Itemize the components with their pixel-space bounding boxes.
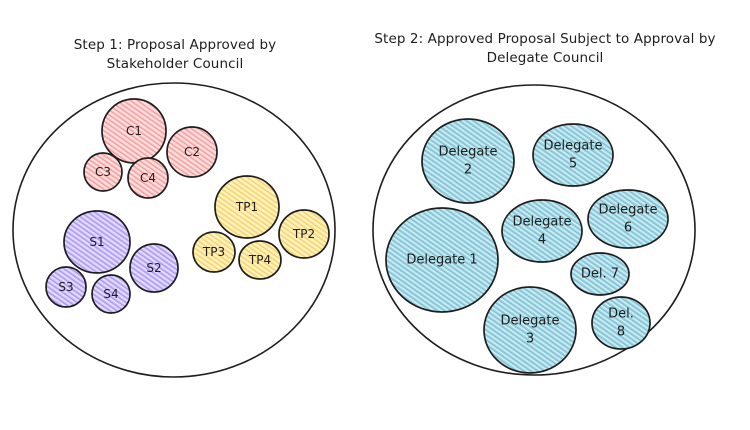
member-circle <box>192 231 236 273</box>
member-circle <box>63 210 131 274</box>
member-node-tp2: TP2 <box>278 209 330 259</box>
delegate-node-d1: Delegate 1 <box>385 207 499 313</box>
delegate-council-members: Delegate 1Delegate2Delegate3Delegate4Del… <box>385 118 669 374</box>
delegate-node-d6: Delegate 6 <box>587 189 669 249</box>
member-circle <box>129 243 179 293</box>
delegate-circle <box>532 123 614 187</box>
member-label: TP2 <box>292 227 315 241</box>
member-node-s2: S2 <box>129 243 179 293</box>
member-node-c2: C2 <box>166 126 218 178</box>
member-label: S2 <box>146 261 161 275</box>
delegate-label: 3 <box>526 332 534 347</box>
delegate-label: 5 <box>569 157 577 172</box>
delegate-label: 6 <box>624 221 632 236</box>
member-circle <box>214 175 280 239</box>
member-label: S1 <box>89 235 104 249</box>
delegate-label: Delegate 1 <box>406 253 477 268</box>
member-label: TP4 <box>248 253 271 267</box>
delegate-circle <box>591 296 651 350</box>
member-circle <box>83 152 123 192</box>
delegate-circle <box>385 207 499 313</box>
step1-title-line2: Stakeholder Council <box>106 56 244 72</box>
delegate-council-boundary <box>372 84 696 376</box>
delegate-label: Del. <box>608 307 634 322</box>
step2-title-line2: Delegate Council <box>486 50 604 66</box>
member-label: S4 <box>103 287 118 301</box>
delegate-node-d3: Delegate 3 <box>483 286 577 374</box>
member-circle <box>238 240 282 280</box>
member-circle <box>127 157 169 199</box>
delegate-node-d5: Delegate 5 <box>532 123 614 187</box>
delegate-node-d2: Delegate 2 <box>421 118 515 204</box>
delegate-label: Del. 7 <box>581 267 619 282</box>
delegate-circle <box>483 286 577 374</box>
delegate-label: 2 <box>464 163 472 178</box>
member-label: C1 <box>126 124 142 138</box>
delegate-label: Delegate <box>501 314 560 329</box>
member-label: C4 <box>140 171 156 185</box>
delegate-circle <box>570 252 630 296</box>
stakeholder-council-boundary <box>12 82 336 378</box>
member-circle <box>166 126 218 178</box>
member-node-s4: S4 <box>91 274 131 314</box>
delegate-label: Delegate <box>599 203 658 218</box>
member-circle <box>45 266 87 308</box>
member-node-s3: S3 <box>45 266 87 308</box>
member-label: TP1 <box>235 200 258 214</box>
member-node-s1: S1 <box>63 210 131 274</box>
member-node-c3: C3 <box>83 152 123 192</box>
member-circle <box>91 274 131 314</box>
delegate-label: 8 <box>617 325 625 340</box>
member-node-tp4: TP4 <box>238 240 282 280</box>
delegate-node-d8: Del. 8 <box>591 296 651 350</box>
delegate-label: Delegate <box>513 215 572 230</box>
member-label: C2 <box>184 145 200 159</box>
delegate-circle <box>421 118 515 204</box>
member-node-tp3: TP3 <box>192 231 236 273</box>
member-circle <box>278 209 330 259</box>
member-node-c4: C4 <box>127 157 169 199</box>
step1-title: Step 1: Proposal Approved by Stakeholder… <box>30 36 320 74</box>
member-node-tp1: TP1 <box>214 175 280 239</box>
step2-title: Step 2: Approved Proposal Subject to App… <box>335 30 750 68</box>
step1-title-line1: Step 1: Proposal Approved by <box>73 37 277 53</box>
delegate-node-d7: Del. 7 <box>570 252 630 296</box>
delegate-label: Delegate <box>544 139 603 154</box>
step2-title-line1: Step 2: Approved Proposal Subject to App… <box>374 31 716 47</box>
delegate-label: 4 <box>538 233 546 248</box>
member-label: S3 <box>58 280 73 294</box>
delegate-circle <box>501 199 583 263</box>
member-label: C3 <box>95 165 111 179</box>
delegate-node-d4: Delegate 4 <box>501 199 583 263</box>
delegate-circle <box>587 189 669 249</box>
delegate-label: Delegate <box>439 145 498 160</box>
member-label: TP3 <box>202 245 225 259</box>
member-node-c1: C1 <box>101 98 167 164</box>
